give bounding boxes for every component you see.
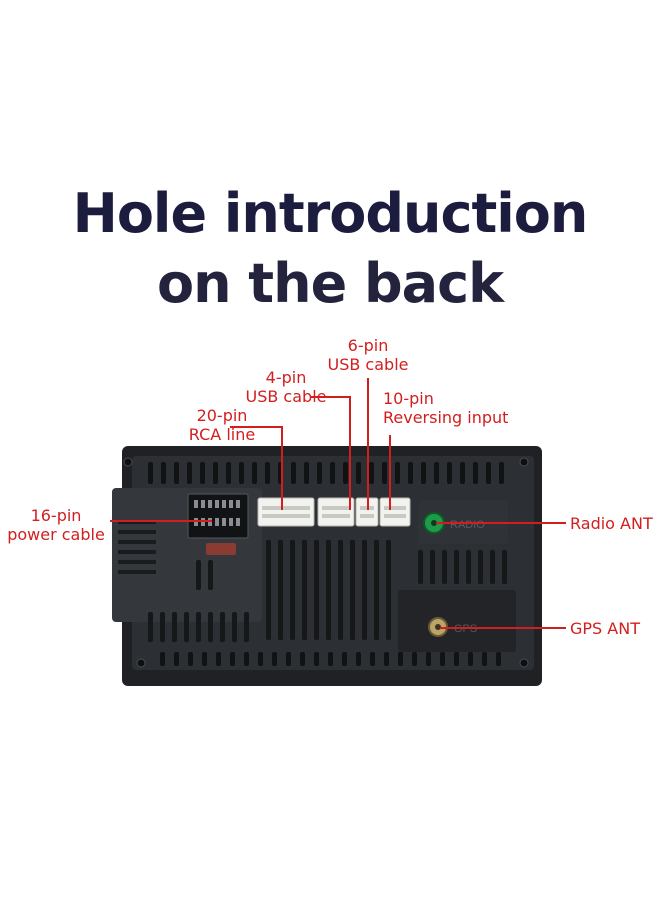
label-radio-ant: Radio ANT (570, 514, 653, 533)
label-20pin-line1: 20-pin (196, 406, 248, 425)
label-10pin-line2: Reversing input (383, 408, 509, 427)
label-16pin-line2: power cable (7, 525, 105, 544)
leader-lines (110, 378, 566, 629)
connector-10pin (379, 497, 411, 527)
label-16pin: 16-pin power cable (4, 506, 108, 544)
label-16pin-line1: 16-pin (30, 506, 82, 525)
white-connectors (257, 497, 411, 527)
radio-marking: RADIO (450, 519, 485, 531)
screws (123, 457, 529, 668)
label-4pin-line2: USB cable (245, 387, 327, 406)
label-4pin-line1: 4-pin (265, 368, 307, 387)
label-4pin: 4-pin USB cable (236, 368, 336, 406)
leader-20pin (230, 426, 283, 510)
label-20pin: 20-pin RCA line (180, 406, 264, 444)
connector-20pin (257, 497, 315, 527)
top-vents (148, 462, 504, 484)
leader-4pin (310, 396, 351, 510)
bottom-vents (160, 652, 501, 666)
label-6pin-line1: 6-pin (347, 336, 389, 355)
label-6pin: 6-pin USB cable (320, 336, 416, 374)
lower-vents (148, 540, 507, 642)
label-10pin-line1: 10-pin (383, 389, 434, 408)
label-6pin-line2: USB cable (327, 355, 409, 374)
label-20pin-line2: RCA line (188, 425, 256, 444)
label-10pin: 10-pin Reversing input (383, 389, 508, 427)
connector-4pin (317, 497, 355, 527)
page-title-line2: on the back (156, 252, 504, 315)
fuse (206, 543, 236, 555)
label-gps-ant: GPS ANT (570, 619, 640, 638)
page-title-line1: Hole introduction (72, 182, 589, 245)
gps-housing (398, 590, 516, 652)
